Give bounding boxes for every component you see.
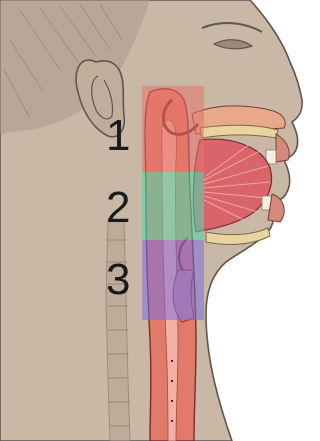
region-3-overlay	[142, 240, 204, 320]
region-1-label: 1	[106, 114, 130, 158]
region-2-label: 2	[106, 186, 130, 230]
region-1-overlay	[142, 86, 204, 172]
region-3-label: 3	[106, 258, 130, 302]
region-2-overlay	[142, 172, 204, 240]
